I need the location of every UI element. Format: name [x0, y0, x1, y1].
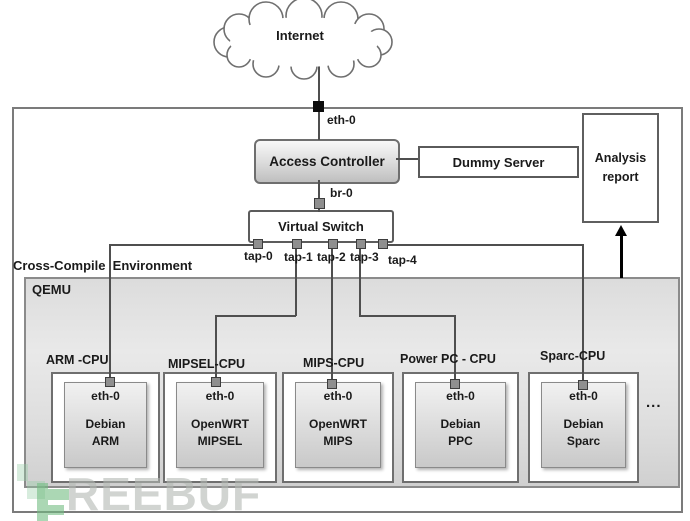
node-mips-eth0-label: eth-0 — [323, 389, 353, 403]
tap1-connector-square — [292, 239, 302, 249]
analysis-report-label: Analysis report — [594, 150, 647, 184]
cpu-label-mipsel: MIPSEL-CPU — [168, 357, 246, 371]
uplink-connector-square — [313, 101, 324, 112]
cloud-uplink-line — [318, 60, 320, 102]
node-mipsel-outer-box: eth-0 OpenWRT MIPSEL — [163, 372, 277, 483]
tap0-label: tap-0 — [244, 249, 273, 263]
br0-connector-square — [314, 198, 325, 209]
virtual-switch-box: Virtual Switch — [248, 210, 394, 243]
node-sparc-eth0-label: eth-0 — [569, 389, 598, 403]
os-line1: Debian — [85, 417, 126, 431]
tap1-label: tap-1 — [284, 250, 313, 264]
node-mips-outer-box: eth-0 OpenWRT MIPS — [282, 372, 394, 483]
tap2-drop-line — [331, 248, 333, 383]
internet-cloud-icon — [213, 0, 393, 80]
br0-label: br-0 — [330, 186, 353, 200]
node-powerpc-eth0-connector — [450, 379, 460, 389]
node-mipsel-eth0-label: eth-0 — [205, 389, 235, 403]
os-line2: MIPSEL — [197, 434, 243, 448]
node-mipsel-eth0-connector — [211, 377, 221, 387]
os-line2: MIPS — [323, 434, 353, 448]
tap0-drop-line — [109, 244, 111, 380]
node-mipsel-inner-box: eth-0 OpenWRT MIPSEL — [176, 382, 264, 468]
os-line2: ARM — [91, 434, 120, 448]
access-controller-box: Access Controller — [254, 139, 400, 184]
tap4-label: tap-4 — [388, 253, 417, 267]
dummy-server-label: Dummy Server — [452, 154, 545, 170]
eth0-uplink-label: eth-0 — [327, 113, 356, 127]
tap1-link-line — [215, 315, 296, 317]
tap3-drop-line2 — [454, 315, 456, 381]
more-nodes-ellipsis: ... — [646, 394, 662, 411]
cpu-label-powerpc: Power PC - CPU — [400, 352, 496, 366]
node-mips-eth0-connector — [327, 379, 337, 389]
uplink-to-ac-line — [318, 112, 320, 140]
tap4-connector-square — [378, 239, 388, 249]
watermark-text: REEBUF — [66, 468, 262, 520]
ac-dummy-link-line — [396, 158, 418, 160]
node-sparc-eth0-connector — [578, 380, 588, 390]
tap4-drop-line — [582, 244, 584, 383]
freebuf-logo-icon — [27, 481, 69, 521]
node-arm-eth0-connector — [105, 377, 115, 387]
tap2-label: tap-2 — [317, 250, 346, 264]
node-mips-os-label: OpenWRT MIPS — [296, 416, 380, 450]
dummy-server-box: Dummy Server — [418, 146, 579, 178]
tap0-connector-square — [253, 239, 263, 249]
internet-label: Internet — [276, 28, 324, 43]
node-powerpc-eth0-label: eth-0 — [446, 389, 475, 403]
tap3-label: tap-3 — [350, 250, 379, 264]
tap4-link-line — [386, 244, 583, 246]
os-line2: Sparc — [566, 434, 601, 448]
access-controller-label: Access Controller — [269, 154, 385, 169]
cpu-label-mips: MIPS-CPU — [303, 356, 365, 370]
node-mips-inner-box: eth-0 OpenWRT MIPS — [295, 382, 381, 468]
qemu-label: QEMU — [32, 282, 71, 297]
cpu-label-sparc: Sparc-CPU — [540, 349, 606, 363]
tap1-drop-line2 — [215, 315, 217, 381]
tap2-connector-square — [328, 239, 338, 249]
os-line1: Debian — [563, 417, 604, 431]
tap1-drop-line — [295, 248, 297, 316]
os-line1: Debian — [440, 417, 481, 431]
analysis-report-box: Analysis report — [582, 113, 659, 223]
analysis-arrow-line — [620, 234, 623, 278]
virtual-switch-label: Virtual Switch — [278, 219, 364, 234]
tap3-drop-line — [359, 248, 361, 316]
node-arm-eth0-label: eth-0 — [91, 389, 120, 403]
os-line1: OpenWRT — [309, 417, 367, 431]
watermark-accent-square — [17, 464, 28, 481]
node-mipsel-os-label: OpenWRT MIPSEL — [177, 416, 263, 450]
os-line2: PPC — [448, 434, 473, 448]
analysis-arrow-head — [615, 225, 627, 236]
tap0-link-line — [110, 244, 253, 246]
tap3-link-line — [359, 315, 455, 317]
tap3-connector-square — [356, 239, 366, 249]
ac-to-switch-line — [318, 180, 320, 212]
cross-compile-environment-label: Cross-Compile Environment — [13, 258, 193, 273]
cpu-label-arm: ARM -CPU — [46, 353, 109, 367]
os-line1: OpenWRT — [191, 417, 249, 431]
